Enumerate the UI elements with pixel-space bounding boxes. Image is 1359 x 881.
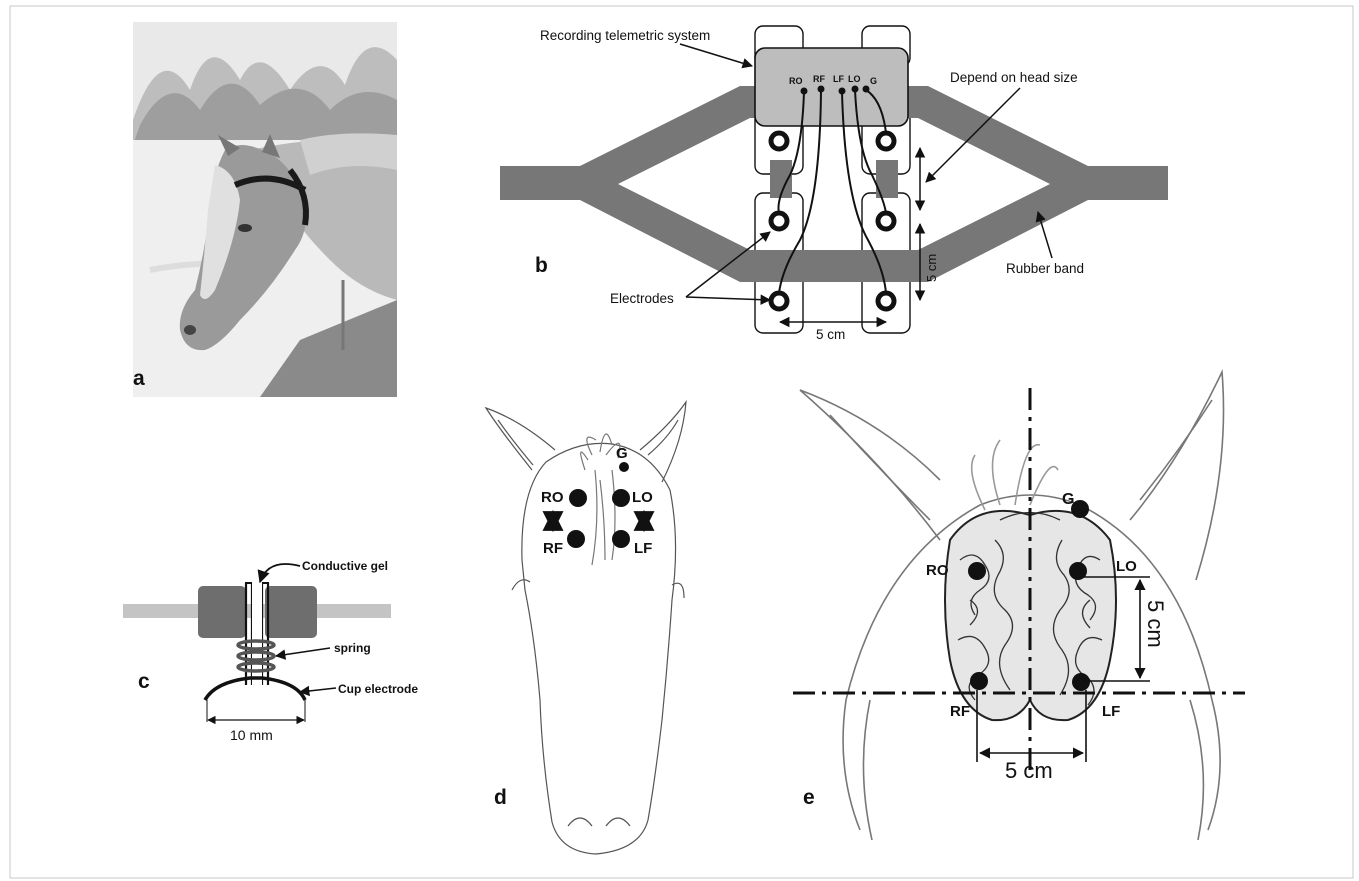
panel-label-b: b [535,254,548,277]
panel-label-a: a [133,367,145,390]
dim-horizontal-5cm: 5 cm [816,327,845,342]
label-conductive-gel: Conductive gel [302,559,388,573]
panel-label-e: e [803,786,815,809]
e-label-lo: LO [1116,558,1137,575]
channel-label-g: G [870,76,877,86]
e-dim-horizontal-5cm: 5 cm [1005,758,1053,783]
label-electrodes: Electrodes [610,291,674,306]
channel-label-lf: LF [833,74,844,84]
label-rubber-band: Rubber band [1006,261,1084,276]
d-label-lf: LF [634,540,652,557]
channel-label-rf: RF [813,74,825,84]
e-label-ro: RO [926,562,949,579]
panel-d-horse-head [486,402,686,854]
d-label-ro: RO [541,489,564,506]
panel-label-d: d [494,786,507,809]
e-label-g: G [1062,491,1074,508]
panel-label-c: c [138,670,150,693]
e-label-rf: RF [950,703,970,720]
recording-telemetric-box [755,48,908,126]
label-cup-electrode: Cup electrode [338,682,418,696]
d-label-lo: LO [632,489,653,506]
d-label-rf: RF [543,540,563,557]
label-depend-on-head-size: Depend on head size [950,70,1078,85]
panel-a-photo [133,22,397,397]
label-recording-telemetric-system: Recording telemetric system [540,28,710,43]
dim-10mm: 10 mm [230,727,273,743]
e-dim-vertical-5cm: 5 cm [1143,600,1168,648]
label-spring: spring [334,641,371,655]
channel-label-ro: RO [789,76,803,86]
panel-d-electrodes [553,462,644,548]
e-label-lf: LF [1102,703,1120,720]
channel-label-lo: LO [848,74,861,84]
dim-vertical-5cm: 5 cm [924,254,939,282]
d-label-g: G [616,445,628,462]
